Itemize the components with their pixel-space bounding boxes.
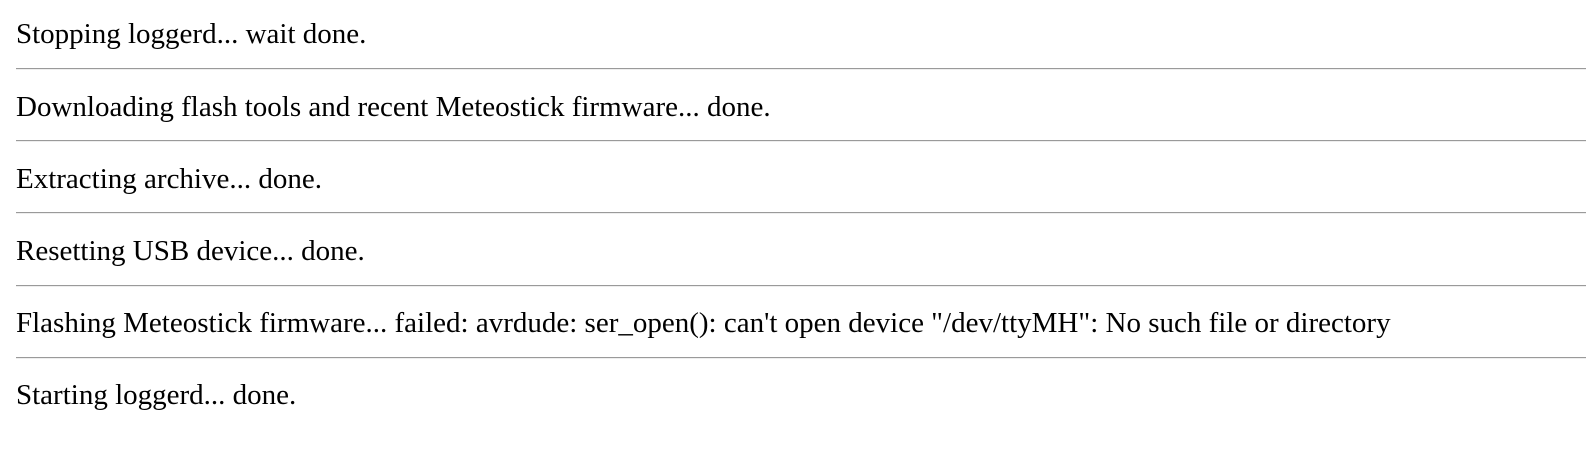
divider [16, 140, 1586, 142]
log-line-flash-firmware: Flashing Meteostick firmware... failed: … [16, 307, 1391, 339]
divider [16, 285, 1586, 287]
log-line-stop-loggerd: Stopping loggerd... wait done. [16, 18, 367, 50]
divider [16, 212, 1586, 214]
divider [16, 68, 1586, 70]
log-line-start-loggerd: Starting loggerd... done. [16, 379, 297, 411]
log-line-reset-usb: Resetting USB device... done. [16, 235, 365, 267]
log-line-extract-archive: Extracting archive... done. [16, 163, 322, 195]
divider [16, 357, 1586, 359]
log-line-download-firmware: Downloading flash tools and recent Meteo… [16, 91, 771, 123]
